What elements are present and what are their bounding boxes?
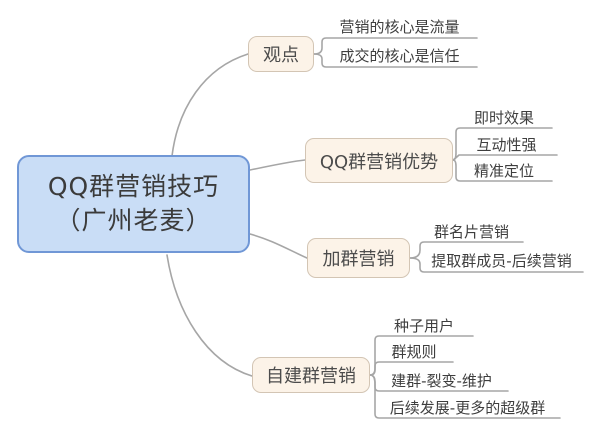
bracket-zijianqun-4 xyxy=(369,374,561,419)
central-node-title-line2: （广州老麦） xyxy=(55,206,212,235)
bracket-qqyoushi-3 xyxy=(452,159,553,182)
bracket-jiaqun-2 xyxy=(409,257,584,273)
branch-node-guandian[interactable]: 观点 xyxy=(248,36,314,72)
leaf-jianqun-liebian-weihu[interactable]: 建群-裂变-维护 xyxy=(391,372,492,390)
leaf-qun-guize[interactable]: 群规则 xyxy=(391,343,437,361)
branch-node-zijianqun-yingxiao[interactable]: 自建群营销 xyxy=(252,357,370,393)
leaf-yingxiao-hexin-liuliang[interactable]: 营销的核心是流量 xyxy=(339,18,460,36)
bracket-zijianqun-2 xyxy=(369,361,454,376)
bracket-qqyoushi-2 xyxy=(452,154,558,161)
central-node[interactable]: QQ群营销技巧 （广州老麦） xyxy=(17,155,250,253)
bracket-jiaqun-1 xyxy=(409,241,524,259)
leaf-jingzhun-dingwei[interactable]: 精准定位 xyxy=(473,162,534,180)
curve-root-to-zijianqun xyxy=(166,254,253,377)
curve-root-to-guandian xyxy=(171,53,249,157)
leaf-qun-mingpian-yingxiao[interactable]: 群名片营销 xyxy=(433,223,509,241)
leaf-houxu-fazhan-chaojiqun[interactable]: 后续发展-更多的超级群 xyxy=(389,399,546,417)
leaf-tiqu-qun-chengyuan[interactable]: 提取群成员-后续营销 xyxy=(431,252,572,270)
branch-node-jiaqun-yingxiao[interactable]: 加群营销 xyxy=(307,238,410,278)
leaf-jishi-xiaoguo[interactable]: 即时效果 xyxy=(473,109,534,127)
leaf-zhongzi-yonghu[interactable]: 种子用户 xyxy=(393,317,454,335)
bracket-guandian-2 xyxy=(313,53,478,68)
leaf-hudong-xing-qiang[interactable]: 互动性强 xyxy=(476,136,537,154)
branch-node-qq-qun-yingxiao-youshi[interactable]: QQ群营销优势 xyxy=(305,138,453,183)
curve-root-to-qqyoushi xyxy=(249,159,306,171)
central-node-title-line1: QQ群营销技巧 xyxy=(47,171,220,201)
curve-root-to-jiaqun xyxy=(249,233,308,259)
leaf-chengjiao-hexin-xinren[interactable]: 成交的核心是信任 xyxy=(339,47,460,65)
bracket-guandian-1 xyxy=(313,37,478,55)
